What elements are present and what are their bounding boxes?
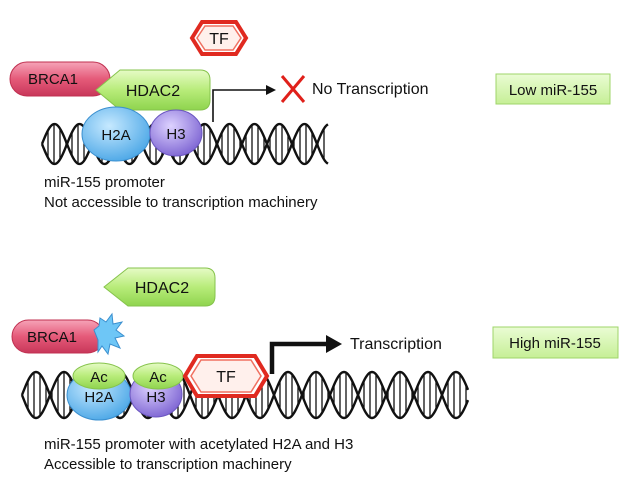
hdac2-bottom: HDAC2 <box>103 267 216 307</box>
result-label-top: Low miR-155 <box>509 82 597 99</box>
histone-h3-top: H3 <box>149 109 203 157</box>
tf-label-bottom: TF <box>216 369 236 386</box>
caption-bottom-line2: Accessible to transcription machinery <box>44 456 292 473</box>
brca1-label-top: BRCA1 <box>28 71 78 88</box>
transcription-label: Transcription <box>350 336 442 353</box>
brca1-label-bottom: BRCA1 <box>27 329 77 346</box>
no-transcription-label: No Transcription <box>312 81 429 98</box>
h2a-label-bottom: H2A <box>84 389 113 406</box>
hdac2-label-top: HDAC2 <box>126 83 180 100</box>
hdac2-top: HDAC2 <box>95 69 211 111</box>
brca1-bottom: BRCA1 <box>11 312 126 356</box>
transcription-arrow-bottom <box>269 335 342 374</box>
no-transcription-cross-icon <box>280 75 306 103</box>
bottom-panel: HDAC2 BRCA1 H2A H3 Ac Ac <box>11 267 619 473</box>
tf-hexagon-bottom: TF <box>182 354 270 398</box>
h2a-label-top: H2A <box>101 127 130 144</box>
top-panel: TF BRCA1 HDAC2 H2A H3 <box>9 20 611 211</box>
result-badge-top: Low miR-155 <box>495 73 611 105</box>
acetyl-tag-h2a: Ac <box>72 362 126 390</box>
result-label-bottom: High miR-155 <box>509 335 601 352</box>
caption-top-line2: Not accessible to transcription machiner… <box>44 194 318 211</box>
brca1-top: BRCA1 <box>9 61 111 97</box>
h3-label-top: H3 <box>166 126 185 143</box>
h3-label-bottom: H3 <box>146 389 165 406</box>
caption-top-line1: miR-155 promoter <box>44 174 165 191</box>
hdac2-label-bottom: HDAC2 <box>135 280 189 297</box>
transcription-arrow-top <box>212 85 276 122</box>
ac-label-right: Ac <box>149 369 167 386</box>
caption-bottom-line1: miR-155 promoter with acetylated H2A and… <box>44 436 353 453</box>
mutation-burst-icon <box>93 312 126 356</box>
tf-label-top: TF <box>209 31 229 48</box>
result-badge-bottom: High miR-155 <box>492 326 619 359</box>
ac-label-left: Ac <box>90 369 108 386</box>
histone-h2a-top: H2A <box>81 106 151 162</box>
acetyl-tag-h3: Ac <box>132 362 184 390</box>
tf-hexagon-top: TF <box>189 20 249 56</box>
